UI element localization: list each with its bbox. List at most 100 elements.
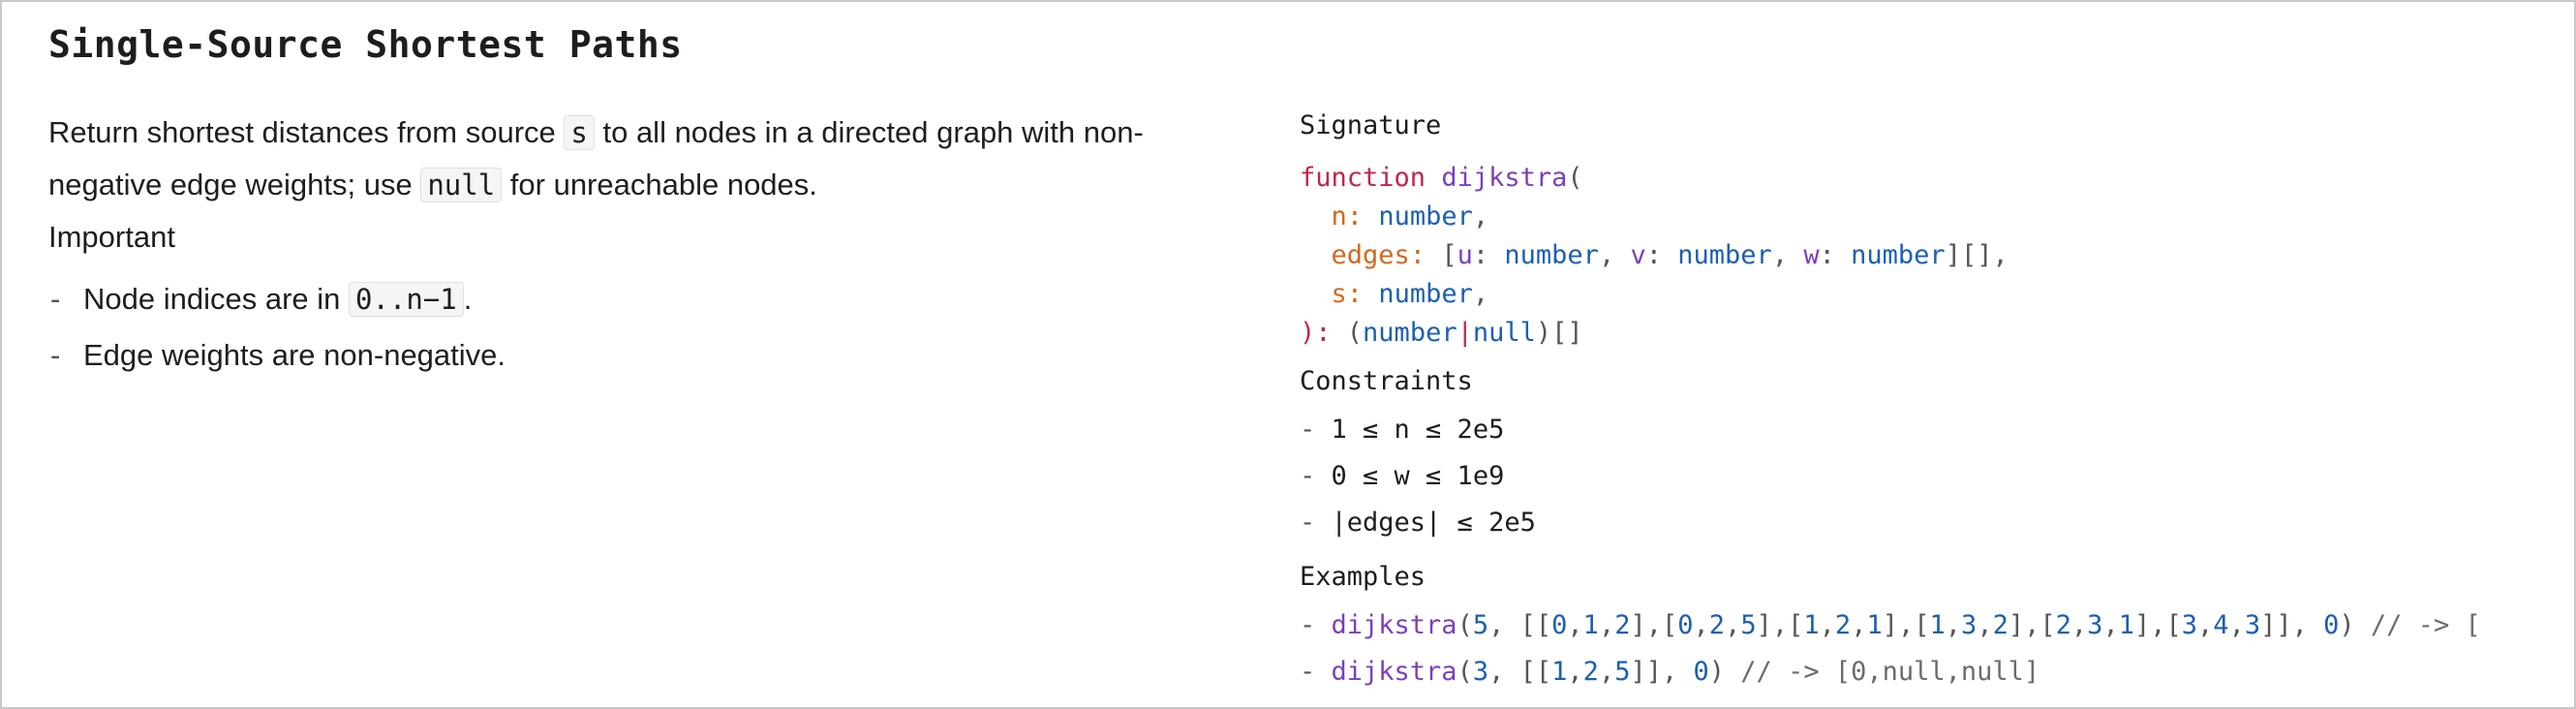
code-token: , — [2197, 610, 2214, 640]
tuple-field: v — [1630, 240, 1646, 270]
description-text: for unreachable nodes. — [502, 168, 817, 201]
param-type: number — [1378, 279, 1473, 309]
examples-heading: Examples — [1300, 562, 1426, 592]
number-literal: 2 — [1834, 610, 1852, 640]
code-token: [ — [1788, 610, 1804, 640]
number-literal: 2 — [1992, 610, 2009, 640]
code-token: , — [2024, 610, 2040, 640]
keyword: function — [1300, 163, 1426, 193]
description: Return shortest distances from source s … — [48, 107, 1240, 211]
constraint-text: 0 ≤ w ≤ 1e9 — [1331, 461, 1505, 491]
code-token: , — [1819, 610, 1835, 640]
constraint-item: - 0 ≤ w ≤ 1e9 — [1300, 461, 1505, 491]
constraints-list: - 1 ≤ n ≤ 2e5 - 0 ≤ w ≤ 1e9 - |edges| ≤ … — [1300, 407, 2559, 546]
param-type: number — [1677, 240, 1772, 270]
constraint-item: - 1 ≤ n ≤ 2e5 — [1300, 415, 1505, 445]
code-token: , — [1598, 610, 1615, 640]
signature-code: function dijkstra( n: number, edges: [u:… — [1300, 163, 2009, 348]
list-item: -Edge weights are non-negative. — [48, 327, 1240, 384]
constraints-heading: Constraints — [1300, 366, 1473, 396]
list-item: -Node indices are in 0..n−1. — [48, 271, 1240, 327]
number-literal: 1 — [1551, 657, 1568, 687]
number-literal: 1 — [2118, 610, 2134, 640]
constraint-text: 1 ≤ n ≤ 2e5 — [1331, 415, 1505, 445]
return-type: number — [1363, 318, 1457, 348]
param-type: number — [1851, 240, 1946, 270]
code-token: ( — [1457, 657, 1473, 687]
param-type: number — [1378, 201, 1473, 231]
code-token: ] — [1756, 610, 1772, 640]
code-source: s — [564, 115, 595, 150]
number-literal: 1 — [1929, 610, 1946, 640]
code-token: , [ — [1488, 657, 1536, 687]
list-item-text: Edge weights are non-negative. — [83, 338, 506, 372]
description-column: Return shortest distances from source s … — [48, 107, 1240, 384]
code-token: , — [2070, 610, 2088, 640]
page-title: Single-Source Shortest Paths — [48, 23, 683, 66]
code-token: , — [1977, 610, 1993, 640]
param-name: n — [1331, 201, 1347, 231]
function-name: dijkstra — [1331, 610, 1457, 640]
code-token: [ — [1535, 657, 1552, 687]
number-literal: 3 — [2181, 610, 2198, 640]
code-token: , [ — [1488, 610, 1536, 640]
example-item: - dijkstra(5, [[0,1,2],[0,2,5],[1,2,1],[… — [1300, 602, 2559, 649]
return-type: null — [1472, 318, 1536, 348]
number-literal: 2 — [2055, 610, 2071, 640]
number-literal: 1 — [1582, 610, 1599, 640]
code-null: null — [420, 168, 503, 202]
code-token: , — [1725, 610, 1741, 640]
number-literal: 3 — [1961, 610, 1978, 640]
code-token: ] — [1630, 610, 1646, 640]
code-token: [ — [2165, 610, 2182, 640]
code-token: ] — [2260, 610, 2277, 640]
list-item-text: . — [463, 282, 473, 316]
param-name: s — [1331, 279, 1347, 309]
code-token: , — [1897, 610, 1915, 640]
important-heading: Important — [48, 220, 175, 254]
number-literal: 1 — [1803, 610, 1820, 640]
code-token: , — [2102, 610, 2119, 640]
number-literal: 0 — [1551, 610, 1568, 640]
code-token: ] — [2133, 610, 2151, 640]
constraint-text: |edges| ≤ 2e5 — [1331, 508, 1536, 538]
code-token: ], — [1645, 657, 1694, 687]
code-token: [ — [1535, 610, 1552, 640]
constraint-item: - |edges| ≤ 2e5 — [1300, 508, 1536, 538]
code-token: [ — [2039, 610, 2056, 640]
bullet-dash: - — [1300, 657, 1332, 687]
code-token: [ — [1914, 610, 1930, 640]
important-list: -Node indices are in 0..n−1. -Edge weigh… — [48, 271, 1240, 384]
code-token: ) — [2339, 610, 2371, 640]
function-name: dijkstra — [1331, 657, 1457, 687]
description-text: to all nodes in a directed graph with no… — [48, 115, 1144, 201]
code-token: , — [1693, 610, 1709, 640]
code-token: , — [1567, 657, 1583, 687]
tuple-field: u — [1457, 240, 1473, 270]
description-text: Return shortest distances from source — [48, 115, 565, 149]
list-item-text: Node indices are in — [83, 282, 349, 316]
code-token: ] — [2008, 610, 2025, 640]
code-token: , — [1771, 610, 1789, 640]
number-literal: 1 — [1866, 610, 1883, 640]
code-token: [ — [1662, 610, 1678, 640]
code-token: ] — [1882, 610, 1898, 640]
code-token: ) — [1708, 657, 1741, 687]
number-literal: 2 — [1582, 657, 1599, 687]
param-name: edges — [1331, 240, 1410, 270]
number-literal: 2 — [1614, 610, 1631, 640]
code-token: , — [1851, 610, 1867, 640]
number-literal: 3 — [2244, 610, 2261, 640]
code-token: ( — [1457, 610, 1473, 640]
code-token: , — [1945, 610, 1962, 640]
signature-heading: Signature — [1300, 110, 1442, 140]
examples-list: - dijkstra(5, [[0,1,2],[0,2,5],[1,2,1],[… — [1300, 602, 2559, 695]
number-literal: 0 — [2323, 610, 2340, 640]
code-comment: // -> [ — [2370, 610, 2481, 640]
spec-column: Signature function dijkstra( n: number, … — [1300, 107, 2559, 695]
number-literal: 4 — [2213, 610, 2229, 640]
code-token: , — [1598, 657, 1615, 687]
example-item: - dijkstra(3, [[1,2,5]], 0) // -> [0,nul… — [1300, 649, 2559, 695]
code-token: , — [2150, 610, 2166, 640]
